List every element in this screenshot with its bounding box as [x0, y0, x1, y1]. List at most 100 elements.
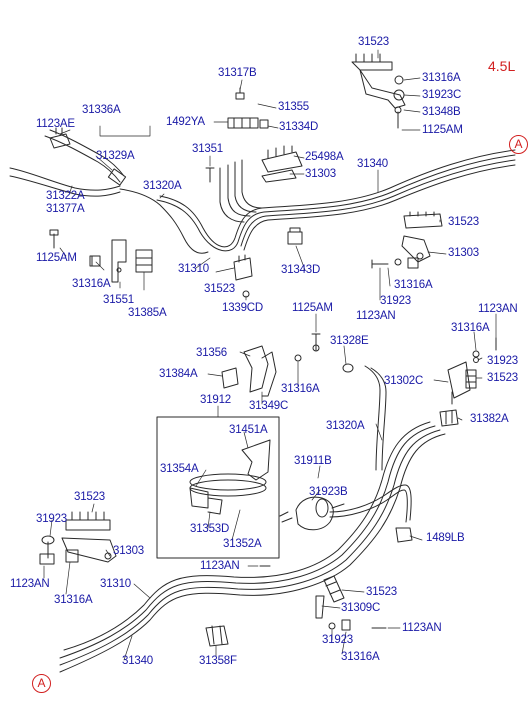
part-label: 31523	[448, 216, 479, 228]
part-label: 1123AN	[10, 578, 50, 590]
bracket-31309C	[315, 595, 325, 619]
bolt-1125AM-left	[49, 229, 59, 249]
reference-marker-bottom: A	[32, 674, 51, 693]
part-label: 31302C	[384, 375, 424, 387]
clip-31523-far	[465, 369, 477, 389]
part-label: 25498A	[305, 151, 344, 163]
part-label: 1125AM	[292, 302, 333, 314]
nut-31316A-mid	[294, 354, 302, 362]
part-label: 31923C	[422, 89, 462, 101]
part-label: 31309C	[341, 602, 381, 614]
part-label: 31912	[200, 394, 231, 406]
part-label: 31384A	[159, 368, 198, 380]
upper-fuel-line-bundle	[156, 149, 516, 252]
nut-31316A-lowleft	[65, 549, 79, 563]
part-label: 31329A	[96, 150, 135, 162]
bolt-1123AN-right	[371, 259, 389, 269]
part-label: 31523	[204, 283, 235, 295]
clamp-31382A	[439, 409, 459, 427]
part-label: 31356	[196, 347, 227, 359]
bracket-31302C	[447, 361, 471, 405]
pump-detail-box	[156, 416, 280, 559]
grommet-31328E	[342, 363, 354, 373]
part-label: 31310	[100, 578, 131, 590]
part-label: 31358F	[199, 655, 237, 667]
part-label: 31923	[36, 513, 67, 525]
part-label: 31348B	[422, 106, 461, 118]
part-label: 31316A	[451, 322, 490, 334]
nut-31316A-bottom	[341, 619, 351, 631]
clip-31523-low	[323, 575, 345, 603]
bracket-31451A	[241, 439, 271, 481]
clip-1489LB	[395, 527, 413, 543]
part-label: 31354A	[160, 463, 199, 475]
part-label: 1123AN	[402, 622, 442, 634]
lower-fuel-line-bundle	[59, 365, 446, 673]
part-label: 31316A	[72, 278, 111, 290]
engine-variant-label: 4.5L	[488, 58, 516, 74]
part-label: 31349C	[249, 400, 289, 412]
washer-31923-right	[394, 258, 402, 266]
nut-31316A-left	[89, 255, 101, 267]
part-label: 31322A	[46, 190, 85, 202]
part-label: 31923	[322, 634, 353, 646]
part-label: 31340	[122, 655, 153, 667]
part-label: 31316A	[341, 651, 380, 663]
part-label: 1123AN	[356, 310, 396, 322]
clamp-31385A	[135, 249, 153, 273]
part-label: 31911B	[294, 455, 332, 467]
part-label: 31320A	[326, 420, 365, 432]
part-label: 31336A	[82, 104, 121, 116]
part-label: 1339CD	[222, 302, 263, 314]
part-label: 31303	[113, 545, 144, 557]
part-label: 1123AE	[36, 118, 75, 130]
clamp-31523-right	[403, 211, 443, 229]
part-label: 31320A	[143, 180, 182, 192]
part-label: 1123AN	[200, 560, 240, 572]
part-label: 31923	[487, 355, 518, 367]
part-label: 31351	[192, 143, 223, 155]
clip-31353D	[189, 487, 223, 515]
reference-marker-top: A	[509, 135, 528, 154]
part-label: 31353D	[190, 523, 230, 535]
part-label: 31352A	[223, 538, 262, 550]
part-label: 31316A	[54, 594, 93, 606]
part-label: 31551	[103, 294, 134, 306]
nut-31316A-right	[407, 257, 419, 269]
part-label: 1489LB	[426, 532, 465, 544]
washer-31923-lowleft	[41, 535, 55, 545]
grommet-31358F	[205, 625, 229, 647]
part-label: 31923B	[309, 486, 348, 498]
part-label: 31382A	[470, 413, 509, 425]
bracket-31551	[111, 239, 127, 283]
part-label: 31523	[74, 491, 105, 503]
part-label: 1492YA	[166, 116, 205, 128]
part-label: 31385A	[128, 307, 167, 319]
part-label: 1125AM	[36, 252, 77, 264]
nut-31316A-far	[472, 350, 480, 358]
bolt-1123AN-lowleft	[39, 541, 55, 565]
part-label: 1125AM	[422, 124, 463, 136]
part-label: 31523	[487, 372, 518, 384]
part-label: 31334D	[279, 121, 319, 133]
bolt-1125AM-mid	[311, 333, 321, 351]
top-clamp-set	[227, 87, 269, 129]
part-label: 31340	[357, 158, 388, 170]
fuel-filter-31911B	[279, 496, 345, 531]
part-label: 31316A	[422, 72, 461, 84]
bracket-31356	[243, 345, 277, 397]
part-label: 31523	[366, 586, 397, 598]
part-label: 31923	[380, 295, 411, 307]
top-right-bracket	[351, 53, 406, 129]
part-label: 1123AN	[478, 303, 518, 315]
part-label: 31355	[278, 101, 309, 113]
clip-31523-lowleft	[65, 511, 111, 531]
clip-31523-mid	[233, 254, 253, 298]
part-label: 31317B	[218, 67, 257, 79]
part-label: 31316A	[394, 279, 433, 291]
part-label: 31451A	[229, 424, 268, 436]
clip-31384A	[221, 367, 239, 389]
part-label: 31377A	[46, 203, 85, 215]
